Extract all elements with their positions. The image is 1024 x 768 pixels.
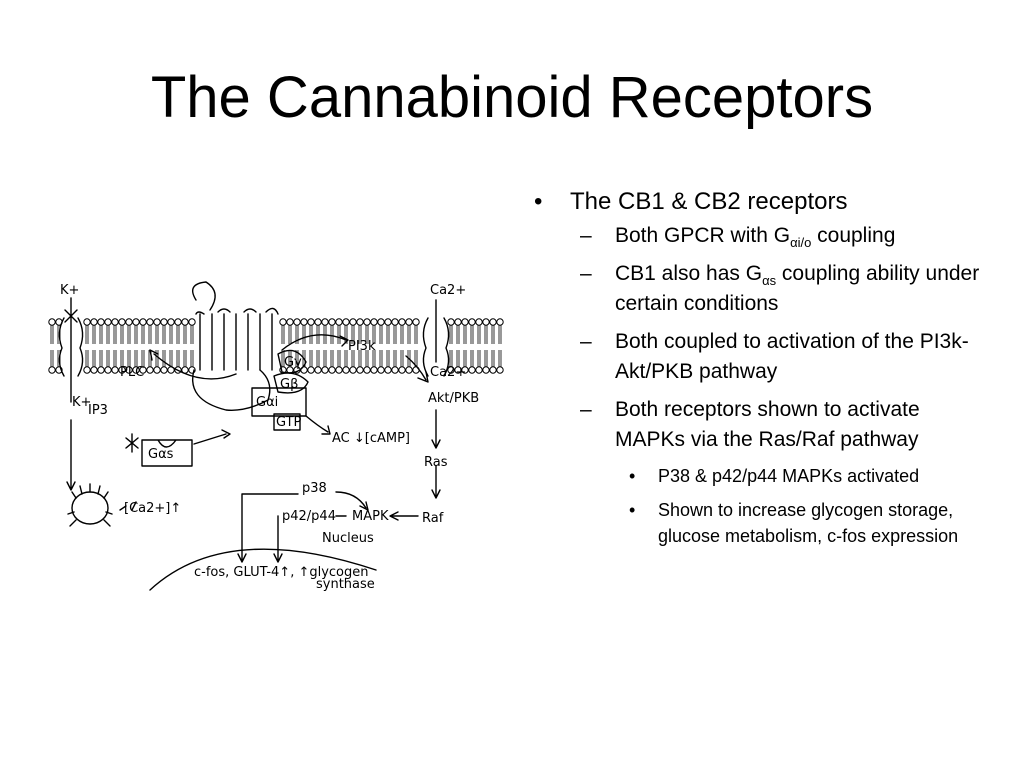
label-mapk: MAPK (352, 509, 389, 524)
sub-bullet-3-text: Both coupled to activation of the PI3k-A… (615, 330, 969, 383)
small-dot-marker: • (629, 466, 636, 486)
sub-sub-bullet-1: • P38 & p42/p44 MAPKs activated (615, 463, 992, 489)
label-p38: p38 (302, 481, 327, 496)
label-akt-pkb: Akt/PKB (428, 391, 479, 406)
cb-receptor (192, 281, 279, 411)
cannabinoid-signaling-diagram: K+ Ca2+ PI3k PLC Gγ Gβ Gαi GTP Ca2+ Akt/… (48, 281, 504, 592)
dash-marker: – (580, 398, 592, 421)
sub-bullet-3: – Both coupled to activation of the PI3k… (570, 327, 992, 387)
er-calcium-store (67, 483, 113, 527)
bullet-list: • The CB1 & CB2 receptors – Both GPCR wi… (532, 186, 992, 557)
label-nucleus: Nucleus (322, 531, 374, 546)
label-ras: Ras (424, 455, 448, 470)
sub-bullet-1-subscript: αi/o (790, 235, 812, 250)
cell-membrane (48, 318, 504, 374)
k-channel (58, 297, 84, 403)
pathway-arrows (66, 334, 441, 563)
sub-bullet-4: – Both receptors shown to activate MAPKs… (570, 395, 992, 455)
label-raf: Raf (422, 511, 444, 526)
sub-bullet-1-pre: Both GPCR with G (615, 224, 791, 247)
sub-bullet-1-post: coupling (811, 224, 896, 247)
label-gtp: GTP (276, 415, 302, 430)
gs-protein (125, 433, 193, 467)
label-k-in: K+ (72, 395, 91, 410)
sub-sub-bullet-2: • Shown to increase glycogen storage, gl… (615, 497, 992, 549)
label-p42-p44: p42/p44 (282, 509, 336, 524)
dash-marker: – (580, 330, 592, 353)
label-ip3: IP3 (88, 403, 108, 418)
label-g-alpha-i: Gαi (256, 395, 278, 410)
label-g-gamma: Gγ (284, 355, 302, 370)
sub-bullet-2-subscript: αs (762, 273, 777, 288)
sub-bullet-2-pre: CB1 also has G (615, 262, 763, 285)
nucleus-membrane (149, 548, 377, 591)
sub-sub-bullet-2-text: Shown to increase glycogen storage, gluc… (658, 500, 959, 546)
dash-marker: – (580, 224, 592, 247)
label-synthase: synthase (316, 577, 375, 592)
ca-channel (422, 299, 450, 377)
label-ca-in: Ca2+ (430, 365, 466, 380)
sub-bullet-4-text: Both receptors shown to activate MAPKs v… (615, 398, 920, 451)
small-dot-marker: • (629, 500, 636, 520)
sub-sub-bullet-1-text: P38 & p42/p44 MAPKs activated (658, 466, 920, 486)
slide-title: The Cannabinoid Receptors (150, 65, 874, 130)
label-ac-camp: AC ↓[cAMP] (332, 431, 410, 446)
bullet-dot: • (534, 188, 543, 215)
label-g-beta: Gβ (280, 377, 298, 392)
sub-bullet-1: – Both GPCR with Gαi/o coupling (570, 221, 992, 251)
label-pi3k: PI3k (348, 339, 376, 354)
g-protein (251, 349, 309, 431)
label-genes: c-fos, GLUT-4↑, ↑glycogen (194, 565, 369, 580)
dash-marker: – (580, 262, 592, 285)
bullet-main-text: The CB1 & CB2 receptors (570, 188, 848, 215)
label-plc: PLC (120, 365, 144, 380)
sub-bullet-2: – CB1 also has Gαs coupling ability unde… (570, 259, 992, 319)
label-ca-store: [Ca2+]↑ (124, 501, 181, 516)
bullet-main: • The CB1 & CB2 receptors (532, 186, 992, 217)
label-k-top: K+ (60, 283, 79, 298)
label-ca-top: Ca2+ (430, 283, 466, 298)
label-g-alpha-s: Gαs (148, 447, 174, 462)
sub-bullet-2-post: coupling ability under certain condition… (615, 262, 980, 315)
